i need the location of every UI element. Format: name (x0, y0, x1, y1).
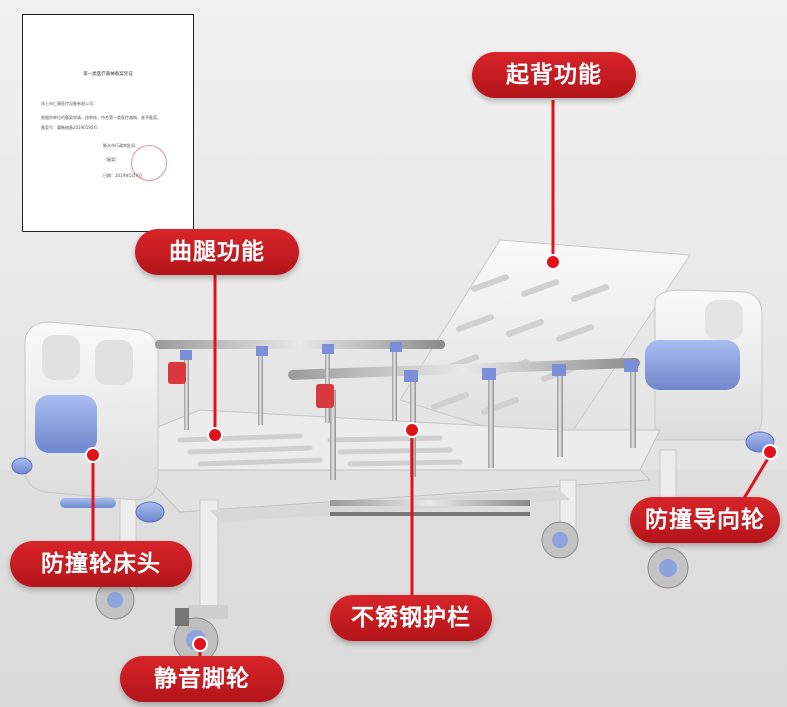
callout-bumper-guide-wheel: 防撞导向轮 (630, 497, 780, 543)
callout-back-raise: 起背功能 (472, 52, 636, 98)
certificate-line: 根据你单位的备案申请，经审核，符合第一类医疗器械，准予备案。 (41, 115, 161, 120)
certificate-date: 日期：2019年5月9日 (103, 173, 143, 178)
callout-silent-caster: 静音脚轮 (120, 656, 284, 702)
bumper-wheels (11, 431, 775, 523)
certificate-seal-label: （备案） (103, 157, 119, 162)
registration-certificate: 第一类医疗器械备案凭证 冰上市仁康医疗设备有限公司： 根据你单位的备案申请，经审… (22, 14, 194, 232)
headboard-right (645, 289, 763, 441)
certificate-issuer: 衡水市行政审批局 (103, 143, 135, 148)
certificate-title: 第一类医疗器械备案凭证 (83, 72, 133, 77)
callout-leg-bend: 曲腿功能 (135, 229, 299, 275)
callout-leaders (85, 100, 778, 658)
certificate-line: 冰上市仁康医疗设备有限公司： (41, 101, 97, 106)
certificate-line: 备案号：冀衡械备20190195号 (41, 125, 98, 130)
callout-stainless-guardrail: 不锈钢护栏 (330, 595, 492, 641)
callout-bumper-headboard: 防撞轮床头 (10, 541, 192, 587)
official-seal (131, 145, 167, 181)
footboard-left (24, 321, 159, 508)
